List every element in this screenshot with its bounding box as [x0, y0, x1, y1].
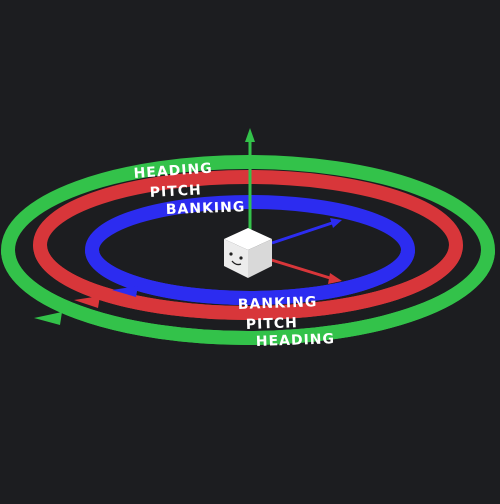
banking-arrow: [112, 286, 138, 297]
banking-top-label: BANKING: [166, 199, 246, 218]
heading-arrow: [34, 312, 62, 325]
ring-arrows: [34, 286, 138, 325]
back-axis: [271, 221, 333, 245]
right-axis: [264, 256, 331, 280]
cube-eye-left: [229, 252, 233, 256]
cube: [224, 228, 272, 278]
axes: [245, 128, 342, 284]
heading-bottom-label: HEADING: [256, 331, 336, 350]
pitch-top-label: PITCH: [149, 182, 202, 201]
cube-right: [248, 239, 272, 278]
cube-smile: [231, 260, 242, 266]
back-axis-arrow: [330, 218, 342, 228]
pitch-ring-front: [33, 244, 463, 320]
rings-front: [1, 244, 495, 345]
pitch-bottom-label: PITCH: [246, 315, 299, 333]
right-axis-arrow: [328, 273, 342, 284]
up-axis-arrow: [245, 128, 255, 142]
heading-ring-front: [1, 249, 495, 345]
banking-ring-front: [85, 249, 415, 305]
pitch-arrow: [74, 296, 100, 308]
heading-top-label: HEADING: [133, 161, 213, 182]
labels: HEADING PITCH BANKING BANKING PITCH HEAD…: [133, 161, 335, 350]
banking-bottom-label: BANKING: [238, 294, 318, 313]
cube-eye-right: [239, 256, 243, 260]
cube-left: [224, 239, 248, 278]
